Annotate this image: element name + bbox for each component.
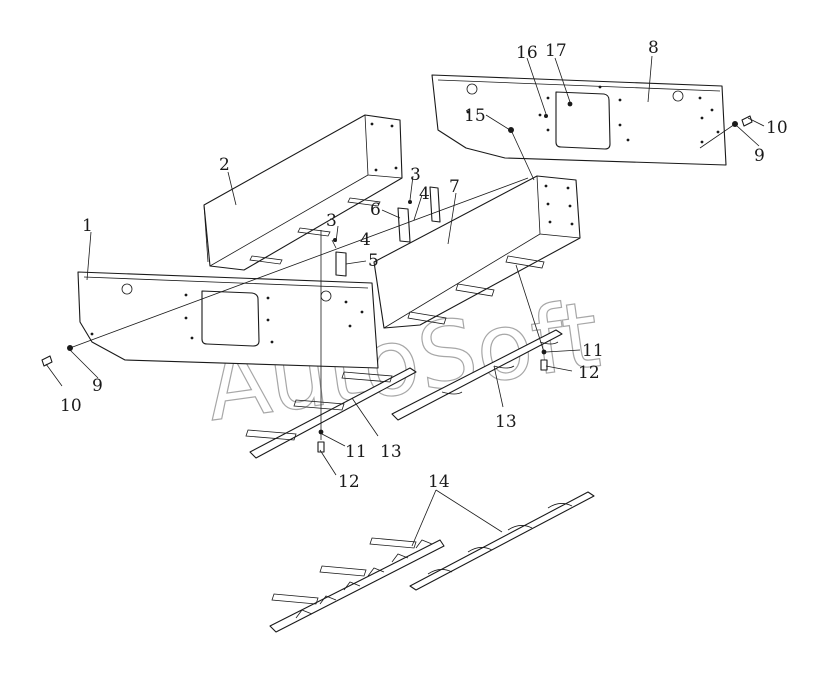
right-side-plate xyxy=(431,74,727,166)
callout-11-right: 11 xyxy=(582,341,604,361)
callout-3-upper: 3 xyxy=(410,165,421,185)
callout-10-left: 10 xyxy=(60,396,82,416)
callout-7: 7 xyxy=(449,177,460,197)
callout-15: 15 xyxy=(464,106,486,126)
callout-8: 8 xyxy=(648,38,659,58)
callout-11-left: 11 xyxy=(345,442,367,462)
callout-13-right: 13 xyxy=(495,412,517,432)
knife-assembly xyxy=(269,491,595,633)
callout-9-right: 9 xyxy=(754,146,765,166)
callout-12-right: 12 xyxy=(578,363,600,383)
callout-14: 14 xyxy=(428,472,450,492)
callout-6: 6 xyxy=(370,200,381,220)
callout-4-lower: 4 xyxy=(360,230,371,250)
callout-1: 1 xyxy=(82,216,93,236)
hardware xyxy=(41,101,753,453)
callout-9-left: 9 xyxy=(92,376,103,396)
callouts: 1 2 3 4 6 7 3 4 5 8 16 17 15 10 9 9 10 1… xyxy=(60,38,788,492)
callout-10-right: 10 xyxy=(766,118,788,138)
upper-beam xyxy=(203,114,403,271)
callout-3-lower: 3 xyxy=(326,211,337,231)
guard-strip-right xyxy=(391,329,563,421)
callout-12-left: 12 xyxy=(338,472,360,492)
lower-beam xyxy=(373,175,581,329)
callout-2: 2 xyxy=(219,155,230,175)
callout-leaders xyxy=(45,55,765,547)
callout-13-left: 13 xyxy=(380,442,402,462)
callout-17: 17 xyxy=(545,41,567,61)
callout-16: 16 xyxy=(516,43,538,63)
guard-strip-left xyxy=(245,367,417,459)
callout-5: 5 xyxy=(368,251,379,271)
callout-4-upper: 4 xyxy=(419,184,430,204)
left-side-plate xyxy=(77,271,379,369)
